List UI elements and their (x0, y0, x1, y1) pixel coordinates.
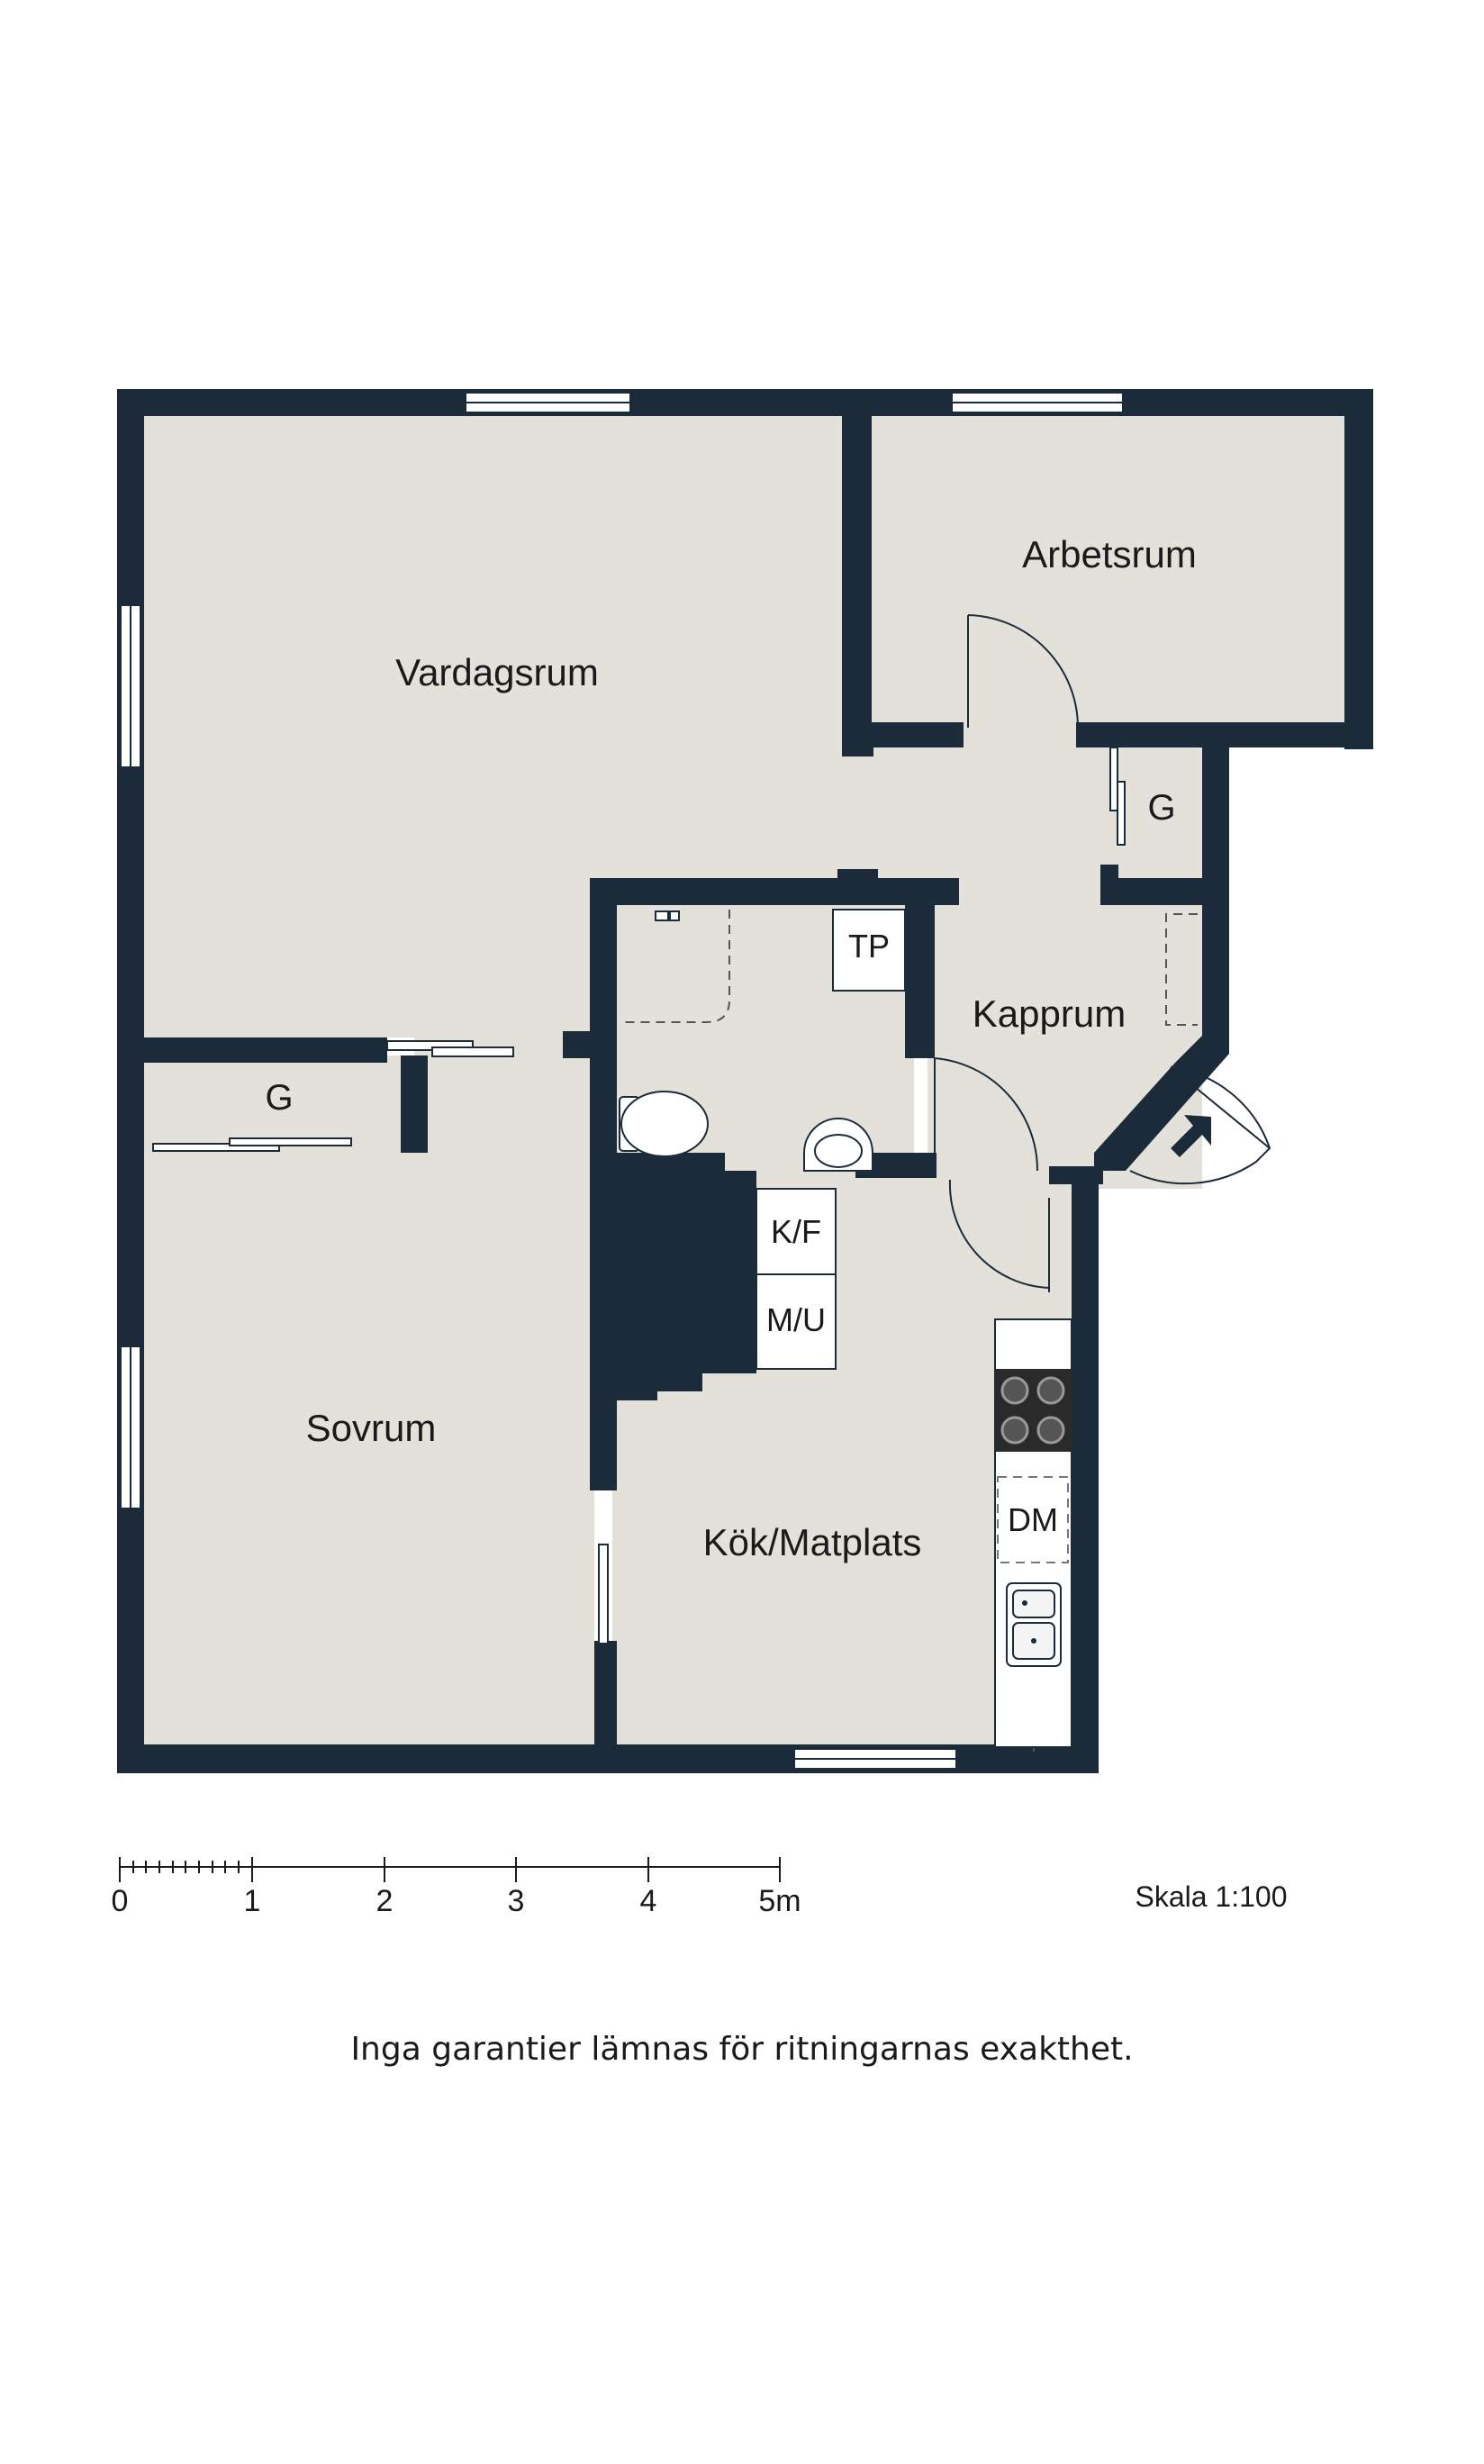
door-entre (1170, 1066, 1271, 1149)
scale-label: Skala 1:100 (1135, 1880, 1287, 1913)
scale-tick-4: 4 (640, 1884, 657, 1918)
dishwasher (997, 1476, 1069, 1563)
fixture-label-kf: K/F (771, 1213, 821, 1250)
sliding-door-vardagsrum (386, 1040, 474, 1051)
tp-box (832, 909, 906, 992)
scale-tick-2: 2 (376, 1884, 394, 1918)
shower-outline (621, 910, 730, 1023)
shower-head-icon (655, 910, 680, 921)
floor-arbetsrum (872, 416, 1344, 722)
kitchen-counter (994, 1318, 1072, 1748)
sliding-door-garderob-hall (1109, 747, 1118, 811)
scale-tick-5m: 5m (758, 1884, 801, 1918)
stove-burner-icon (1000, 1376, 1029, 1405)
scale-bar (119, 1857, 781, 1882)
windows (120, 392, 1124, 1770)
entrance-arrow-icon (1171, 1115, 1211, 1157)
room-label-arbetsrum: Arbetsrum (1022, 533, 1197, 575)
room-label-garderob-hall: G (1147, 788, 1175, 828)
fixture-label-tp: TP (848, 928, 890, 965)
sliding-doors (152, 747, 1126, 1644)
toilet-icon (619, 1091, 709, 1157)
fixture-label-mu: M/U (766, 1301, 826, 1338)
floor-sovrum (144, 1055, 594, 1744)
room-label-kok: Kök/Matplats (703, 1521, 922, 1563)
scale-tick-0: 0 (112, 1884, 129, 1918)
floor-garderob-hall (1117, 743, 1202, 878)
sliding-door-garderob-sovrum (152, 1143, 280, 1152)
walls (117, 389, 1373, 1773)
mu-box (756, 1273, 837, 1370)
room-label-kapprum: Kapprum (973, 992, 1126, 1035)
wardrobe-outline-kapprum (1165, 913, 1198, 1026)
scale-tick-3: 3 (508, 1884, 525, 1918)
washbasin-icon (803, 1118, 873, 1172)
disclaimer: Inga garantier lämnas för ritningarnas e… (350, 2031, 1134, 2068)
room-label-garderob-sovrum: G (265, 1078, 293, 1118)
room-label-vardagsrum: Vardagsrum (395, 651, 599, 693)
fixture-label-dm: DM (1008, 1501, 1058, 1538)
floor-areas (144, 416, 1344, 1744)
scale-tick-1: 1 (244, 1884, 261, 1918)
floor-hall (594, 720, 1175, 901)
room-label-sovrum: Sovrum (306, 1407, 437, 1449)
door-swings (934, 614, 1271, 1292)
floor-kapprum-edge (928, 901, 1202, 1189)
sliding-door-kok (598, 1544, 609, 1644)
bathroom-fixtures (619, 909, 906, 1370)
